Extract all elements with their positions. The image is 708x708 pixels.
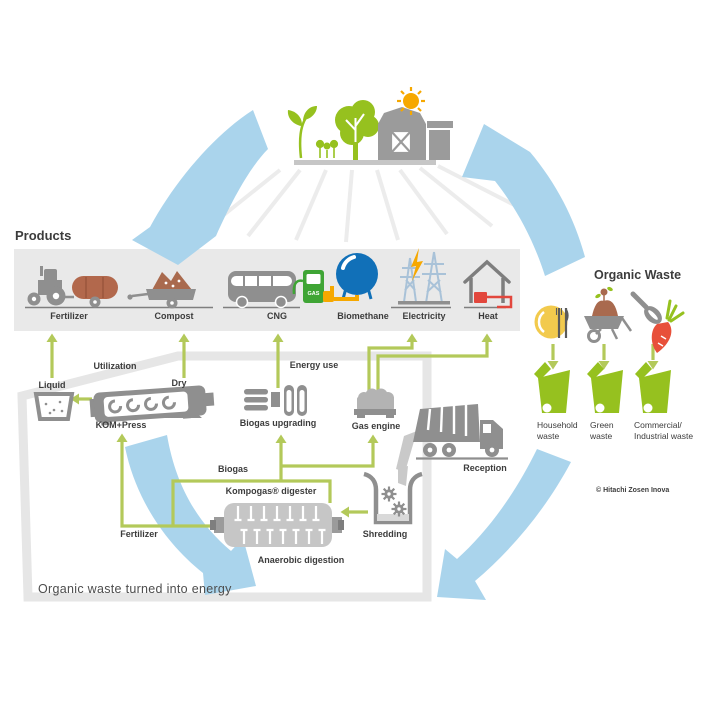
gas-engine-label: Gas engine xyxy=(351,421,401,431)
biogas-label: Biogas xyxy=(217,464,249,474)
biomethane-tank-icon xyxy=(323,253,378,302)
kom-press-icon xyxy=(89,385,215,426)
farm-ground xyxy=(294,160,436,165)
product-label-heat: Heat xyxy=(478,311,498,321)
cycle-arrow-top-right xyxy=(462,124,585,276)
household-waste-bin-icon xyxy=(534,362,570,413)
green-waste-bin-icon xyxy=(587,362,623,413)
product-label-cng: CNG xyxy=(267,311,287,321)
gas-engine-icon xyxy=(354,388,396,418)
gear-icon xyxy=(391,501,407,517)
electricity-pylons-icon xyxy=(398,248,450,305)
food-waste-plate-icon xyxy=(534,305,569,339)
organic-waste-title: Organic Waste xyxy=(594,268,682,282)
bin-label-household: Household waste xyxy=(537,420,578,442)
shredder-icon xyxy=(363,471,423,525)
fertilizer-tractor-icon xyxy=(27,266,118,308)
digester-label: Kompogas® digester xyxy=(225,486,317,496)
kom-press-label: KOM+Press xyxy=(95,420,147,430)
small-trees-icon xyxy=(315,139,339,158)
cycle-arrow-bottom-left xyxy=(125,435,256,595)
gas-pump-icon: GAS xyxy=(292,270,324,303)
shredding-label: Shredding xyxy=(362,529,408,539)
anaerobic-digestion-label: Anaerobic digestion xyxy=(257,555,345,565)
copyright-notice: © Hitachi Zosen Inova xyxy=(596,487,670,494)
cng-bus-icon xyxy=(228,271,296,309)
bin-label-commercial: Commercial/ Industrial waste xyxy=(634,420,694,442)
reception-label: Reception xyxy=(463,463,507,473)
commercial-waste-peeler-carrot-icon xyxy=(630,291,685,353)
farm-illustration xyxy=(287,87,453,165)
lightning-icon xyxy=(411,248,423,281)
product-label-biomethane: Biomethane xyxy=(337,311,389,321)
cycle-arrow-top-left xyxy=(132,110,268,265)
product-label-fertilizer: Fertilizer xyxy=(50,311,88,321)
reception-truck-icon xyxy=(396,404,508,486)
heat-house-icon xyxy=(463,259,513,309)
green-waste-wheelbarrow-icon xyxy=(584,286,633,343)
product-label-electricity: Electricity xyxy=(402,311,446,321)
energy-use-label: Energy use xyxy=(289,360,339,370)
bin-label-green: Green waste xyxy=(590,420,614,442)
fertilizer-flow-label: Fertilizer xyxy=(120,529,158,539)
cycle-arrows xyxy=(125,110,585,600)
utilization-label: Utilization xyxy=(93,361,137,371)
commercial-waste-bin-icon xyxy=(635,362,671,413)
diagram-caption: Organic waste turned into energy xyxy=(38,582,232,596)
sun-icon xyxy=(397,87,425,115)
liquid-label: Liquid xyxy=(38,380,66,390)
tree-icon xyxy=(335,100,379,160)
liquid-container-icon xyxy=(33,392,75,421)
cycle-arrow-bottom-right xyxy=(437,449,571,600)
kompogas-digester-icon xyxy=(210,503,344,547)
gas-pump-label: GAS xyxy=(308,291,320,297)
gear-icon xyxy=(381,486,397,502)
sprout-icon xyxy=(287,106,317,159)
products-title: Products xyxy=(15,228,72,243)
barn-icon xyxy=(378,107,453,160)
dry-label: Dry xyxy=(171,378,187,388)
product-label-compost: Compost xyxy=(154,311,194,321)
biogas-upgrading-label: Biogas upgrading xyxy=(239,418,317,428)
compost-trailer-icon xyxy=(127,271,196,309)
plant-outline xyxy=(17,351,432,602)
biogas-upgrading-icon xyxy=(244,385,307,416)
